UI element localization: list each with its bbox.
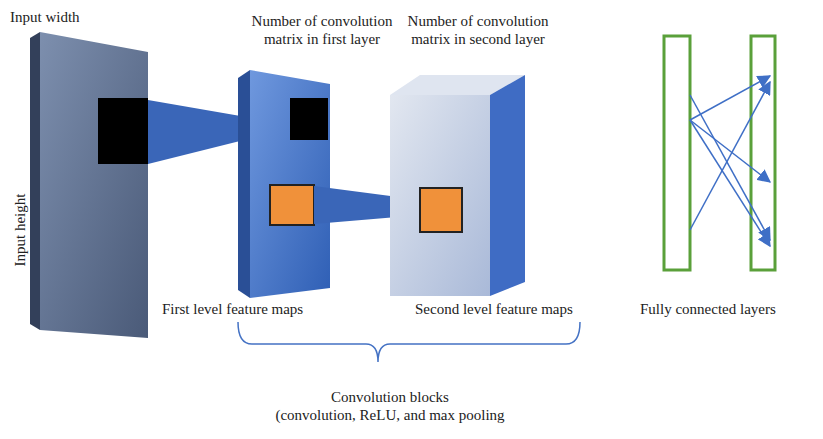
second-feature-map-cube [390, 75, 525, 296]
input-slab [30, 32, 148, 338]
axis-label: Input width [10, 8, 80, 26]
feature-map-label: First level feature maps [162, 300, 303, 318]
layer-caption: Number of convolution matrix in second l… [408, 12, 549, 48]
fully-connected-layers [664, 36, 775, 270]
projection-cone [148, 100, 252, 164]
feature-map-label: Second level feature maps [415, 300, 573, 318]
layer-label: Fully connected layers [640, 300, 776, 318]
axis-label: Input height [11, 194, 29, 267]
group-label: Convolution blocks (convolution, ReLU, a… [275, 388, 504, 424]
layer-caption: Number of convolution matrix in first la… [252, 12, 393, 48]
grouping-brace [238, 322, 580, 362]
first-feature-map-slab [238, 70, 330, 298]
